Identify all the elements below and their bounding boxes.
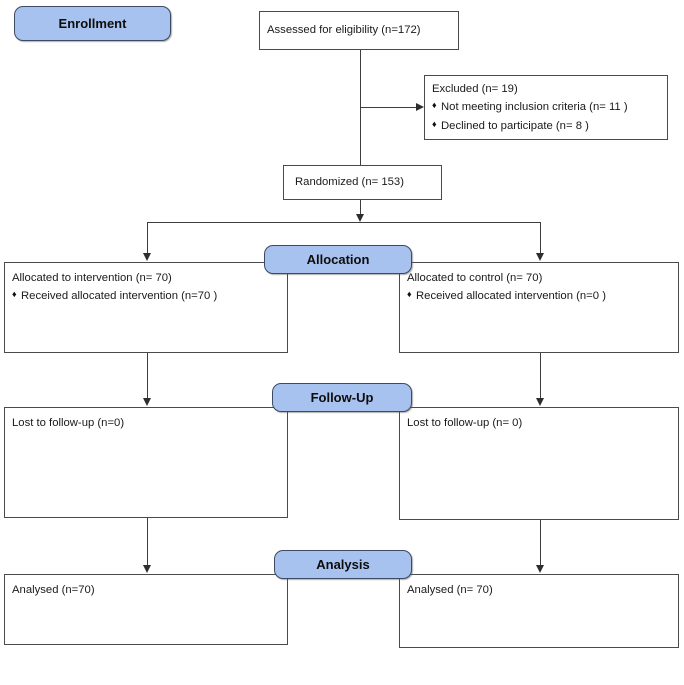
node-followup-control[interactable]: Lost to follow-up (n= 0): [399, 407, 679, 520]
phase-label-followup: Follow-Up: [310, 390, 374, 405]
node-allocated-control[interactable]: Allocated to control (n= 70) ♦ Received …: [399, 262, 679, 353]
followup-left-text: Lost to follow-up (n=0): [12, 417, 125, 429]
node-analysed-control[interactable]: Analysed (n= 70): [399, 574, 679, 648]
arrow-analysis-left-icon: [143, 565, 151, 573]
excluded-item: ♦ Declined to participate (n= 8 ): [432, 118, 667, 132]
phase-label-allocation: Allocation: [306, 252, 370, 267]
alloc-left-heading: Allocated to intervention (n= 70): [12, 272, 172, 284]
connector-randomized-down: [360, 200, 361, 215]
connector-alloc-to-followup-left: [147, 352, 148, 399]
alloc-right-item: ♦ Received allocated intervention (n=0 ): [407, 289, 678, 303]
node-excluded[interactable]: Excluded (n= 19) ♦ Not meeting inclusion…: [424, 75, 668, 140]
node-allocated-intervention[interactable]: Allocated to intervention (n= 70) ♦ Rece…: [4, 262, 288, 353]
phase-badge-followup[interactable]: Follow-Up: [272, 383, 412, 412]
alloc-left-item-text: Received allocated intervention (n=70 ): [21, 290, 218, 303]
connector-followup-to-analysis-left: [147, 518, 148, 566]
node-randomized[interactable]: Randomized (n= 153): [283, 165, 442, 200]
alloc-right-heading: Allocated to control (n= 70): [407, 272, 543, 284]
alloc-left-item: ♦ Received allocated intervention (n=70 …: [12, 289, 287, 303]
randomized-text: Randomized (n= 153): [295, 176, 404, 188]
excluded-item: ♦ Not meeting inclusion criteria (n= 11 …: [432, 100, 667, 114]
connector-split-right-drop: [540, 222, 541, 254]
arrow-analysis-right-icon: [536, 565, 544, 573]
phase-badge-analysis[interactable]: Analysis: [274, 550, 412, 579]
connector-split-left-drop: [147, 222, 148, 254]
node-followup-intervention[interactable]: Lost to follow-up (n=0): [4, 407, 288, 518]
assessed-text: Assessed for eligibility (n=172): [267, 24, 421, 36]
connector-alloc-to-followup-right: [540, 352, 541, 399]
followup-right-text: Lost to follow-up (n= 0): [407, 417, 523, 429]
excluded-item-text: Not meeting inclusion criteria (n= 11 ): [441, 101, 628, 114]
node-analysed-intervention[interactable]: Analysed (n=70): [4, 574, 288, 645]
alloc-right-item-text: Received allocated intervention (n=0 ): [416, 290, 606, 303]
connector-to-excluded: [360, 107, 418, 108]
phase-label-analysis: Analysis: [316, 557, 370, 572]
arrow-alloc-right-icon: [536, 253, 544, 261]
arrow-followup-right-icon: [536, 398, 544, 406]
analysis-left-text: Analysed (n=70): [12, 584, 95, 596]
arrow-to-excluded-icon: [416, 103, 424, 111]
excluded-item-text: Declined to participate (n= 8 ): [441, 119, 589, 132]
bullet-icon: ♦: [407, 289, 412, 300]
bullet-icon: ♦: [432, 118, 437, 129]
arrow-followup-left-icon: [143, 398, 151, 406]
bullet-icon: ♦: [12, 289, 17, 300]
bullet-icon: ♦: [432, 100, 437, 111]
connector-allocation-split-bar: [147, 222, 541, 223]
connector-followup-to-analysis-right: [540, 518, 541, 566]
phase-label-enrollment: Enrollment: [58, 16, 127, 31]
analysis-right-text: Analysed (n= 70): [407, 584, 493, 596]
phase-badge-enrollment[interactable]: Enrollment: [14, 6, 171, 41]
node-assessed-for-eligibility[interactable]: Assessed for eligibility (n=172): [259, 11, 459, 50]
excluded-heading: Excluded (n= 19): [432, 83, 518, 95]
arrow-alloc-left-icon: [143, 253, 151, 261]
phase-badge-allocation[interactable]: Allocation: [264, 245, 412, 274]
arrow-randomized-down-icon: [356, 214, 364, 222]
